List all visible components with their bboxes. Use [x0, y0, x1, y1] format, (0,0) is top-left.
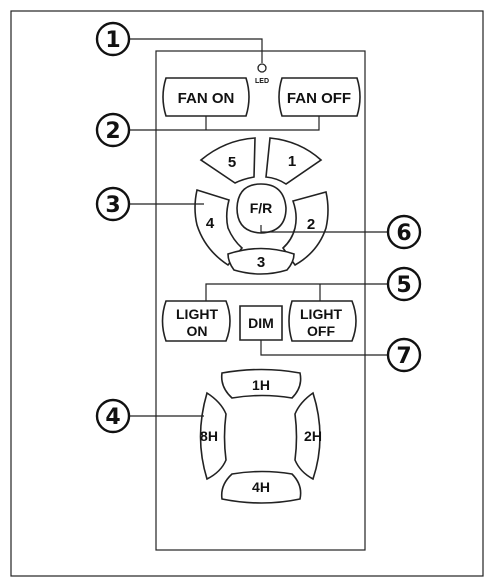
speed-1-button[interactable]: 1: [265, 137, 323, 185]
callout-5: 5: [386, 266, 422, 302]
led-indicator: [257, 63, 267, 73]
timer-2h-button[interactable]: 2H: [294, 391, 322, 481]
leader-7: [260, 340, 388, 356]
led-label: LED: [255, 78, 269, 85]
callout-7-number: 7: [396, 344, 411, 369]
leader-2: [130, 116, 320, 131]
speed-2-label: 2: [307, 216, 315, 233]
leader-5: [205, 283, 388, 301]
speed-4-button[interactable]: 4: [194, 188, 244, 267]
timer-4h-button[interactable]: 4H: [220, 470, 302, 504]
speed-1-label: 1: [288, 153, 296, 170]
speed-2-button[interactable]: 2: [281, 191, 329, 267]
callout-5-number: 5: [396, 273, 411, 298]
callout-3: 3: [95, 186, 131, 222]
dim-label: DIM: [248, 315, 274, 331]
dim-button[interactable]: DIM: [239, 305, 283, 341]
speed-5-label: 5: [228, 154, 236, 171]
light-on-button[interactable]: LIGHT ON: [161, 300, 231, 342]
timer-1h-label: 1H: [252, 377, 270, 393]
speed-5-button[interactable]: 5: [199, 137, 256, 184]
light-on-line1: LIGHT: [176, 306, 218, 322]
reverse-button[interactable]: F/R: [236, 183, 287, 234]
fan-off-label: FAN OFF: [287, 90, 351, 107]
callout-6: 6: [386, 214, 422, 250]
speed-4-label: 4: [206, 215, 215, 232]
outer-frame: [10, 10, 484, 577]
callout-2: 2: [95, 112, 131, 148]
light-off-button[interactable]: LIGHT OFF: [288, 300, 357, 342]
speed-3-label: 3: [257, 254, 265, 271]
timer-2h-label: 2H: [304, 428, 322, 444]
leader-lines: [130, 38, 388, 417]
timer-8h-label: 8H: [200, 428, 218, 444]
reverse-label: F/R: [250, 200, 273, 216]
callout-2-number: 2: [105, 119, 120, 144]
callout-6-number: 6: [396, 221, 411, 246]
callout-3-number: 3: [105, 193, 120, 218]
fan-on-label: FAN ON: [178, 90, 235, 107]
timer-4h-label: 4H: [252, 479, 270, 495]
leader-6: [260, 225, 388, 233]
callout-1: 1: [95, 21, 131, 57]
fan-off-button[interactable]: FAN OFF: [278, 77, 361, 117]
callout-1-number: 1: [105, 28, 120, 53]
leader-1: [130, 38, 263, 63]
speed-3-button[interactable]: 3: [227, 247, 295, 275]
light-off-line1: LIGHT: [300, 306, 342, 322]
light-off-line2: OFF: [307, 323, 335, 339]
light-on-line2: ON: [187, 323, 208, 339]
callout-4-number: 4: [105, 405, 120, 430]
callout-7: 7: [386, 337, 422, 373]
callout-4: 4: [95, 398, 131, 434]
timer-8h-button[interactable]: 8H: [199, 391, 227, 481]
fan-on-button[interactable]: FAN ON: [162, 77, 250, 117]
timer-1h-button[interactable]: 1H: [220, 368, 302, 399]
